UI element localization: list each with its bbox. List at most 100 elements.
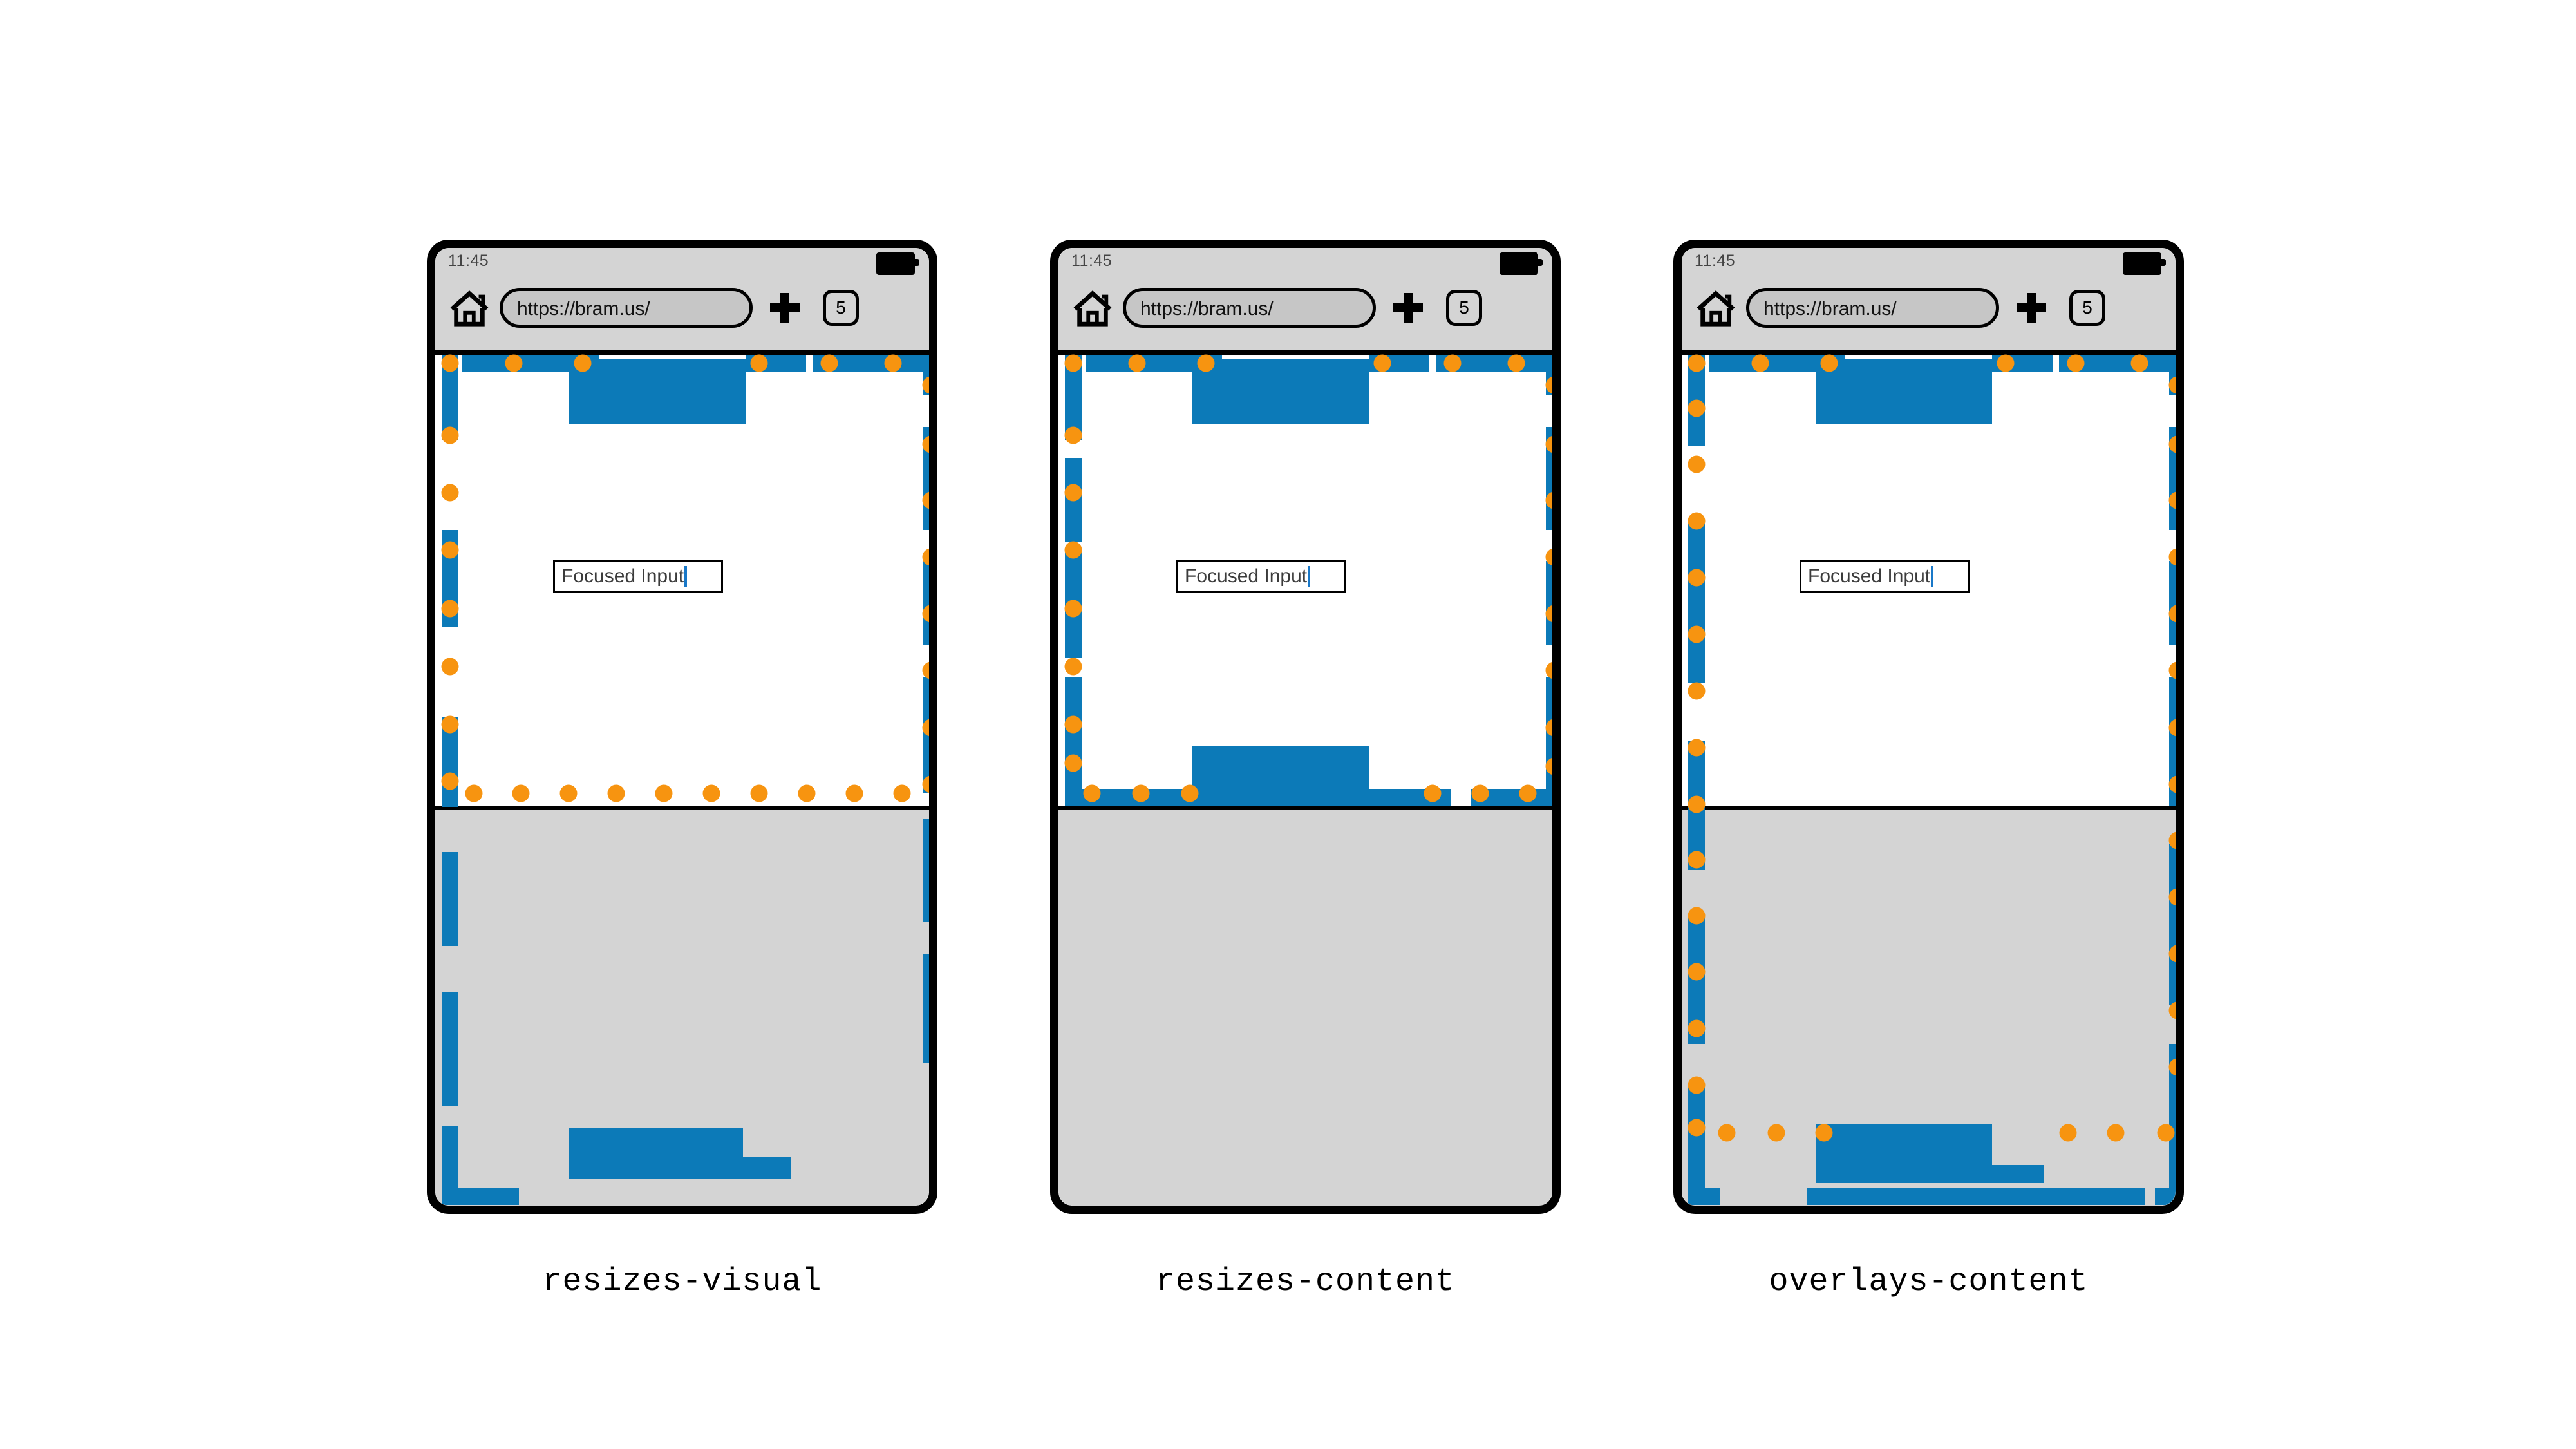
focused-input[interactable]: Focused Input — [553, 560, 723, 593]
outline-dot — [2168, 605, 2176, 623]
outline-dot — [441, 658, 459, 676]
outline-dot — [1471, 784, 1489, 802]
outline-dot — [1688, 625, 1706, 643]
outline-dot — [1064, 426, 1082, 444]
page-footer-block — [569, 1128, 743, 1179]
outline-dot — [1688, 399, 1706, 417]
tab-count-button[interactable]: 5 — [1446, 290, 1482, 326]
outline-dot — [441, 715, 459, 734]
outline-dot — [2168, 945, 2176, 963]
outline-dot — [441, 426, 459, 444]
outline-dot — [922, 719, 929, 737]
outline-dot — [607, 784, 625, 802]
outline-dot — [1815, 1124, 1833, 1142]
outline-dot — [1545, 719, 1552, 737]
text-caret — [1931, 566, 1934, 587]
browser-chrome: 11:45 https://bram.us/ 5 — [435, 248, 929, 355]
outline-dot — [655, 784, 673, 802]
outline-dot — [922, 605, 929, 623]
outline-dot — [1132, 784, 1150, 802]
page-footer-block-step — [1992, 1165, 2044, 1183]
battery-full-icon — [1500, 252, 1543, 275]
browser-toolbar: https://bram.us/ 5 — [435, 276, 929, 350]
outline-dot — [1688, 512, 1706, 530]
outline-dot — [441, 484, 459, 502]
home-icon[interactable] — [1073, 288, 1113, 328]
outline-dot — [798, 784, 816, 802]
tab-count-button[interactable]: 5 — [2069, 290, 2105, 326]
plus-icon[interactable] — [770, 293, 800, 323]
url-bar[interactable]: https://bram.us/ — [1746, 288, 1999, 328]
outline-dot — [2168, 831, 2176, 849]
outline-dot — [2168, 491, 2176, 509]
visual-viewport-outline — [435, 355, 929, 1205]
outline-dot — [2168, 1001, 2176, 1019]
outline-dot — [1688, 1119, 1706, 1137]
url-text: https://bram.us/ — [1763, 298, 1897, 319]
outline-dot — [441, 541, 459, 559]
outline-dot — [2168, 1058, 2176, 1076]
outline-dot — [465, 784, 483, 802]
outline-dot — [750, 354, 768, 372]
status-bar: 11:45 — [1682, 248, 2176, 276]
page-footer-block — [1816, 1124, 1992, 1183]
outline-dot — [820, 354, 838, 372]
focused-input[interactable]: Focused Input — [1800, 560, 1970, 593]
outline-dot — [1688, 682, 1706, 700]
outline-dot — [1718, 1124, 1736, 1142]
url-bar[interactable]: https://bram.us/ — [1123, 288, 1376, 328]
outline-dot — [512, 784, 530, 802]
outline-dot — [1064, 541, 1082, 559]
outline-dot — [922, 775, 929, 793]
focused-input-value: Focused Input — [1808, 565, 1931, 587]
outline-dot — [1688, 739, 1706, 757]
battery-full-icon — [876, 252, 919, 275]
outline-dot — [574, 354, 592, 372]
outline-dot — [1064, 658, 1082, 676]
home-icon[interactable] — [1696, 288, 1736, 328]
status-clock: 11:45 — [448, 252, 489, 270]
outline-dot — [922, 376, 929, 394]
outline-dot — [1507, 354, 1525, 372]
outline-dot — [1751, 354, 1769, 372]
outline-dot — [702, 784, 720, 802]
outline-dot — [1688, 455, 1706, 473]
focused-input[interactable]: Focused Input — [1176, 560, 1346, 593]
status-clock: 11:45 — [1695, 252, 1736, 270]
phone-screen: 11:45 https://bram.us/ 5 — [1682, 248, 2176, 1206]
outline-dot — [1443, 354, 1462, 372]
outline-dot — [1688, 963, 1706, 981]
outline-dot — [2157, 1124, 2175, 1142]
outline-dot — [750, 784, 768, 802]
browser-chrome: 11:45 https://bram.us/ 5 — [1682, 248, 2176, 355]
plus-icon[interactable] — [1393, 293, 1423, 323]
outline-dot — [1545, 435, 1552, 453]
outline-dot — [1545, 548, 1552, 566]
outline-dot — [922, 661, 929, 679]
caption-overlays-content: overlays-content — [1769, 1264, 2089, 1300]
plus-icon[interactable] — [2017, 293, 2046, 323]
outline-dot — [505, 354, 523, 372]
tab-count-button[interactable]: 5 — [823, 290, 859, 326]
outline-dot — [1373, 354, 1391, 372]
focused-input-value: Focused Input — [1185, 565, 1308, 587]
url-bar[interactable]: https://bram.us/ — [500, 288, 753, 328]
outline-dot — [1820, 354, 1838, 372]
outline-dot — [1064, 600, 1082, 618]
phone-resizes-visual: 11:45 https://bram.us/ 5 — [427, 240, 937, 1214]
status-bar: 11:45 — [1058, 248, 1552, 276]
outline-dot — [1519, 784, 1537, 802]
outline-dot — [2168, 376, 2176, 394]
outline-dot — [1545, 661, 1552, 679]
home-icon[interactable] — [449, 288, 489, 328]
outline-dot — [884, 354, 902, 372]
url-text: https://bram.us/ — [517, 298, 650, 319]
outline-dot — [2130, 354, 2148, 372]
text-caret — [684, 566, 688, 587]
on-screen-keyboard — [1058, 806, 1552, 1206]
browser-chrome: 11:45 https://bram.us/ 5 — [1058, 248, 1552, 355]
outline-dot — [1688, 569, 1706, 587]
outline-dot — [2168, 548, 2176, 566]
outline-dot — [2059, 1124, 2077, 1142]
outline-dot — [2067, 354, 2085, 372]
